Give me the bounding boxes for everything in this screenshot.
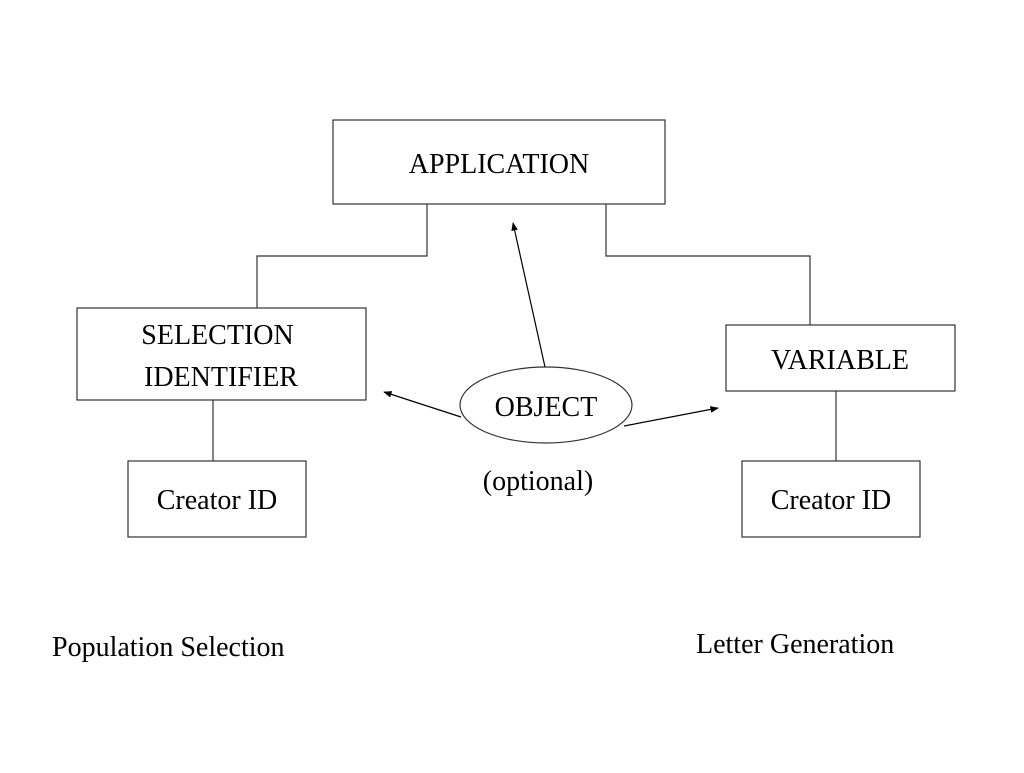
- creator-id-right-node: Creator ID: [741, 460, 921, 538]
- object-label: OBJECT: [495, 392, 598, 423]
- caption-letter-generation: Letter Generation: [696, 629, 894, 660]
- object-optional-note: (optional): [483, 466, 593, 497]
- arrow-object-to-variable: [623, 406, 719, 427]
- creator-id-right-label: Creator ID: [771, 485, 892, 516]
- arrow-object-to-application: [511, 222, 546, 368]
- caption-population-selection: Population Selection: [52, 632, 285, 663]
- variable-label: VARIABLE: [771, 345, 909, 376]
- connector-application-variable: [605, 204, 811, 325]
- arrow-object-to-selection: [383, 391, 462, 418]
- variable-node: VARIABLE: [725, 324, 956, 392]
- selection-identifier-node: SELECTION IDENTIFIER: [76, 307, 367, 401]
- application-node: APPLICATION: [332, 119, 666, 205]
- object-node: OBJECT: [459, 366, 633, 444]
- creator-id-left-node: Creator ID: [127, 460, 307, 538]
- selection-identifier-line-2: IDENTIFIER: [144, 362, 298, 393]
- connector-application-selection: [256, 204, 428, 308]
- selection-identifier-line-1: SELECTION: [141, 320, 293, 351]
- selection-identifier-label: SELECTION IDENTIFIER: [141, 320, 300, 393]
- creator-id-left-label: Creator ID: [157, 485, 278, 516]
- application-label: APPLICATION: [409, 149, 589, 180]
